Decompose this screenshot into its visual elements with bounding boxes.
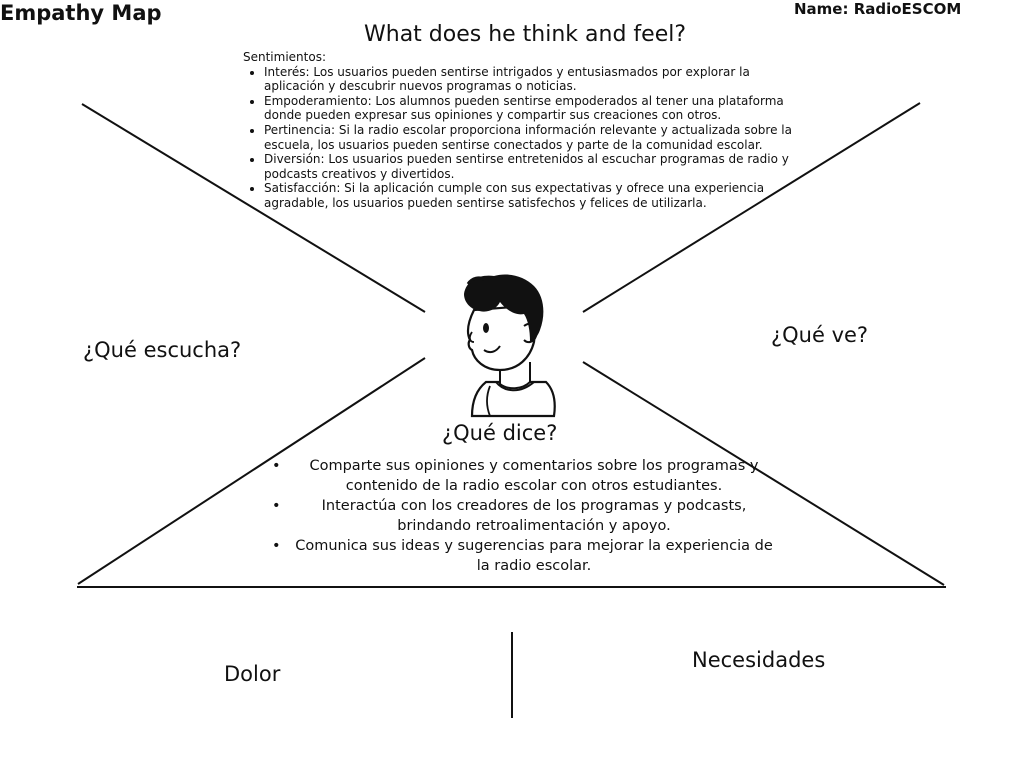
list-item: Satisfacción: Si la aplicación cumple co…: [264, 181, 803, 210]
feelings-label: Sentimientos:: [243, 50, 326, 64]
pain-heading: Dolor: [224, 662, 281, 686]
list-item: Comparte sus opiniones y comentarios sob…: [270, 456, 776, 496]
says-list: Comparte sus opiniones y comentarios sob…: [270, 456, 776, 576]
list-item: Empoderamiento: Los alumnos pueden senti…: [264, 94, 803, 123]
list-item: Interactúa con los creadores de los prog…: [270, 496, 776, 536]
divider-top-right: [582, 102, 921, 313]
page-title: Empathy Map: [0, 1, 162, 25]
feelings-list: Interés: Los usuarios pueden sentirse in…: [243, 65, 803, 211]
listens-heading: ¿Qué escucha?: [83, 338, 242, 362]
person-head-icon: [464, 274, 556, 418]
sees-heading: ¿Qué ve?: [771, 323, 869, 347]
says-section: Comparte sus opiniones y comentarios sob…: [270, 456, 776, 576]
think-feel-heading: What does he think and feel?: [364, 22, 687, 47]
think-feel-section: Sentimientos: Interés: Los usuarios pued…: [243, 50, 803, 211]
says-heading: ¿Qué dice?: [442, 421, 558, 445]
list-item: Comunica sus ideas y sugerencias para me…: [270, 536, 776, 576]
list-item: Diversión: Los usuarios pueden sentirse …: [264, 152, 803, 181]
list-item: Pertinencia: Si la radio escolar proporc…: [264, 123, 803, 152]
divider-top-left: [81, 103, 426, 313]
list-item: Interés: Los usuarios pueden sentirse in…: [264, 65, 803, 94]
needs-heading: Necesidades: [692, 648, 826, 672]
project-name: Name: RadioESCOM: [794, 0, 962, 18]
divider-bottom-left: [77, 357, 426, 585]
